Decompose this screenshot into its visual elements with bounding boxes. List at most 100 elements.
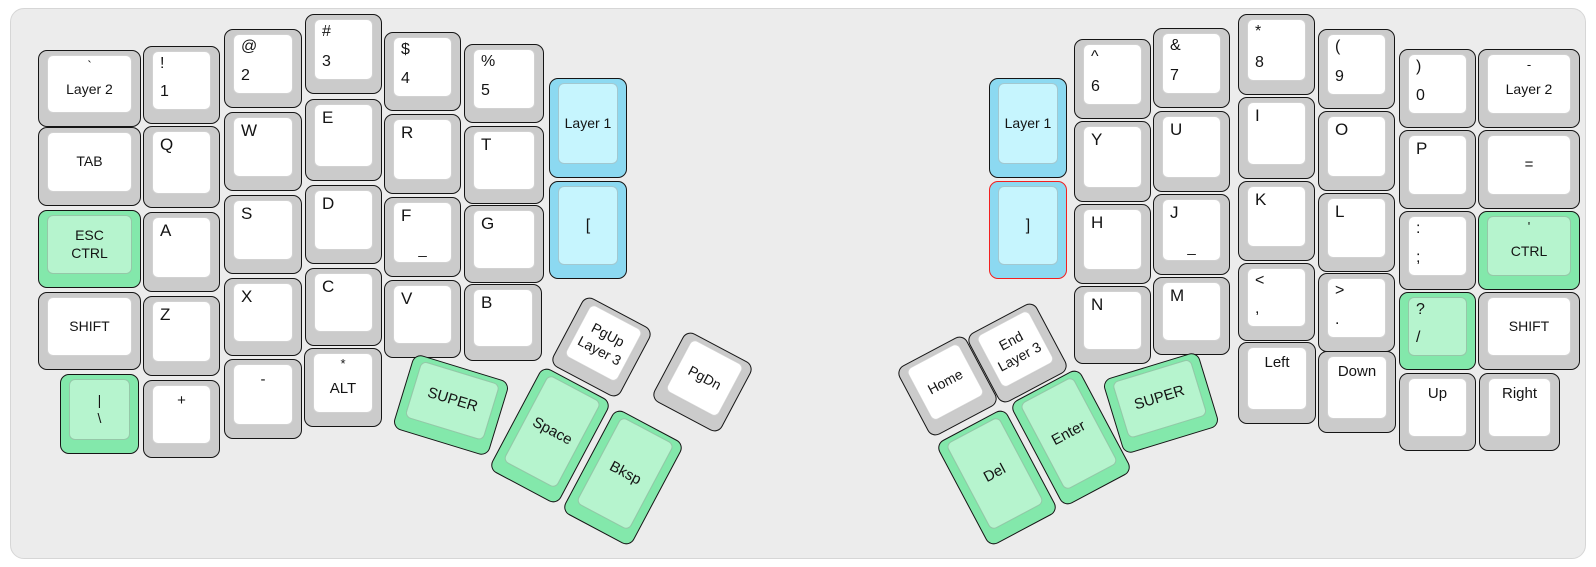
key-star-alt[interactable]: *ALT [304, 348, 382, 427]
keycap-top: SUPER [1111, 358, 1208, 439]
key-r[interactable]: R [384, 114, 461, 194]
key-super-left[interactable]: SUPER [391, 353, 511, 457]
key-pipe-backslash[interactable]: |\ [60, 374, 139, 454]
key-j[interactable]: J_ [1153, 194, 1230, 275]
key-label: TAB [76, 153, 103, 170]
keycap-top: A [152, 217, 211, 278]
key-label: % [481, 53, 496, 70]
key-c[interactable]: C [305, 268, 382, 346]
key-h[interactable]: H [1074, 204, 1151, 284]
keycap-top: <, [1247, 268, 1306, 327]
key-d[interactable]: D [305, 185, 382, 264]
keycap-top: Z [152, 301, 211, 362]
key-shift-right[interactable]: SHIFT [1478, 292, 1580, 370]
key-label: E [322, 108, 334, 127]
key-shift-left[interactable]: SHIFT [38, 292, 141, 370]
key-label: Q [160, 135, 174, 154]
key-i[interactable]: I [1238, 97, 1315, 179]
key-a[interactable]: A [143, 212, 220, 292]
key-f[interactable]: F_ [384, 197, 461, 277]
key-q[interactable]: Q [143, 126, 220, 208]
key-label: 2 [241, 67, 250, 84]
key-y[interactable]: Y [1074, 121, 1151, 202]
key-z[interactable]: Z [143, 296, 220, 376]
keycap-top: [ [558, 186, 618, 265]
key-label: B [481, 293, 493, 312]
key-t[interactable]: T [464, 126, 544, 204]
key-label: S [241, 204, 253, 223]
key-backtick-layer2[interactable]: `Layer 2 [38, 50, 141, 127]
keycap-top: I [1247, 102, 1306, 165]
key-label: I [1255, 106, 1260, 125]
key-label: 8 [1255, 54, 1264, 71]
key-down[interactable]: Down [1318, 351, 1396, 433]
key-v[interactable]: V [384, 280, 461, 358]
key-layer1-left[interactable]: Layer 1 [549, 78, 627, 178]
key-amp-7[interactable]: &7 [1153, 28, 1230, 108]
key-hash-3[interactable]: #3 [305, 14, 382, 94]
key-label: L [1335, 202, 1345, 221]
key-right[interactable]: Right [1479, 373, 1560, 451]
keycap-top: X [233, 283, 293, 342]
key-p[interactable]: P [1399, 130, 1476, 209]
key-colon-semicolon[interactable]: :; [1399, 211, 1476, 290]
key-l[interactable]: L [1318, 193, 1395, 272]
key-tab[interactable]: TAB [38, 127, 141, 206]
key-percent-5[interactable]: %5 [464, 44, 544, 123]
key-at-2[interactable]: @2 [224, 29, 302, 108]
key-m[interactable]: M [1153, 277, 1230, 355]
key-label: Z [160, 305, 171, 324]
key-label: J [1170, 203, 1179, 222]
key-super-right[interactable]: SUPER [1101, 351, 1221, 455]
keycap-top: @2 [233, 34, 293, 94]
key-lt-comma[interactable]: <, [1238, 263, 1315, 341]
key-x[interactable]: X [224, 278, 302, 356]
key-label: ESC [75, 227, 104, 243]
key-label: N [1091, 295, 1104, 314]
key-caret-6[interactable]: ^6 [1074, 39, 1151, 119]
key-label: SUPER [1132, 382, 1187, 414]
keycap-top: R [393, 119, 452, 180]
keycap-top: ] [998, 186, 1058, 265]
keycap-top: K [1247, 186, 1306, 247]
key-k[interactable]: K [1238, 181, 1315, 261]
key-plus[interactable]: + [143, 380, 220, 458]
key-label: * [1255, 23, 1262, 40]
key-layer1-right[interactable]: Layer 1 [989, 78, 1067, 178]
keycap-top: -Layer 2 [1487, 54, 1571, 114]
key-dollar-4[interactable]: $4 [384, 32, 461, 111]
key-label: * [340, 356, 346, 371]
key-quote-ctrl[interactable]: 'CTRL [1478, 211, 1580, 290]
key-label: 3 [322, 53, 331, 70]
key-g[interactable]: G [464, 205, 544, 283]
key-label: < [1255, 272, 1265, 289]
keycap-top: &7 [1162, 33, 1221, 94]
keycap-top: F_ [393, 202, 452, 263]
key-pgdn[interactable]: PgDn [650, 329, 755, 435]
key-gt-period[interactable]: >. [1318, 273, 1395, 352]
key-s[interactable]: S [224, 195, 302, 274]
key-b[interactable]: B [464, 284, 542, 361]
key-label: Bksp [606, 457, 645, 489]
key-rbracket[interactable]: ] [989, 181, 1067, 279]
key-label: $ [401, 41, 410, 58]
key-w[interactable]: W [224, 112, 302, 191]
key-minus-layer2[interactable]: -Layer 2 [1478, 49, 1580, 128]
key-question-slash[interactable]: ?/ [1399, 292, 1476, 370]
key-equals[interactable]: = [1478, 130, 1580, 209]
key-u[interactable]: U [1153, 111, 1230, 192]
key-star-8[interactable]: *8 [1238, 14, 1315, 95]
key-e[interactable]: E [305, 99, 382, 181]
key-left[interactable]: Left [1238, 342, 1316, 424]
key-up[interactable]: Up [1399, 373, 1476, 451]
key-lbracket[interactable]: [ [549, 181, 627, 279]
key-rparen-0[interactable]: )0 [1399, 49, 1476, 128]
keycap-top: W [233, 117, 293, 177]
key-lparen-9[interactable]: (9 [1318, 29, 1395, 109]
key-n[interactable]: N [1074, 286, 1151, 364]
key-exclamation-1[interactable]: !1 [143, 46, 220, 124]
key-minus-left[interactable]: - [224, 359, 302, 439]
key-o[interactable]: O [1318, 111, 1395, 191]
